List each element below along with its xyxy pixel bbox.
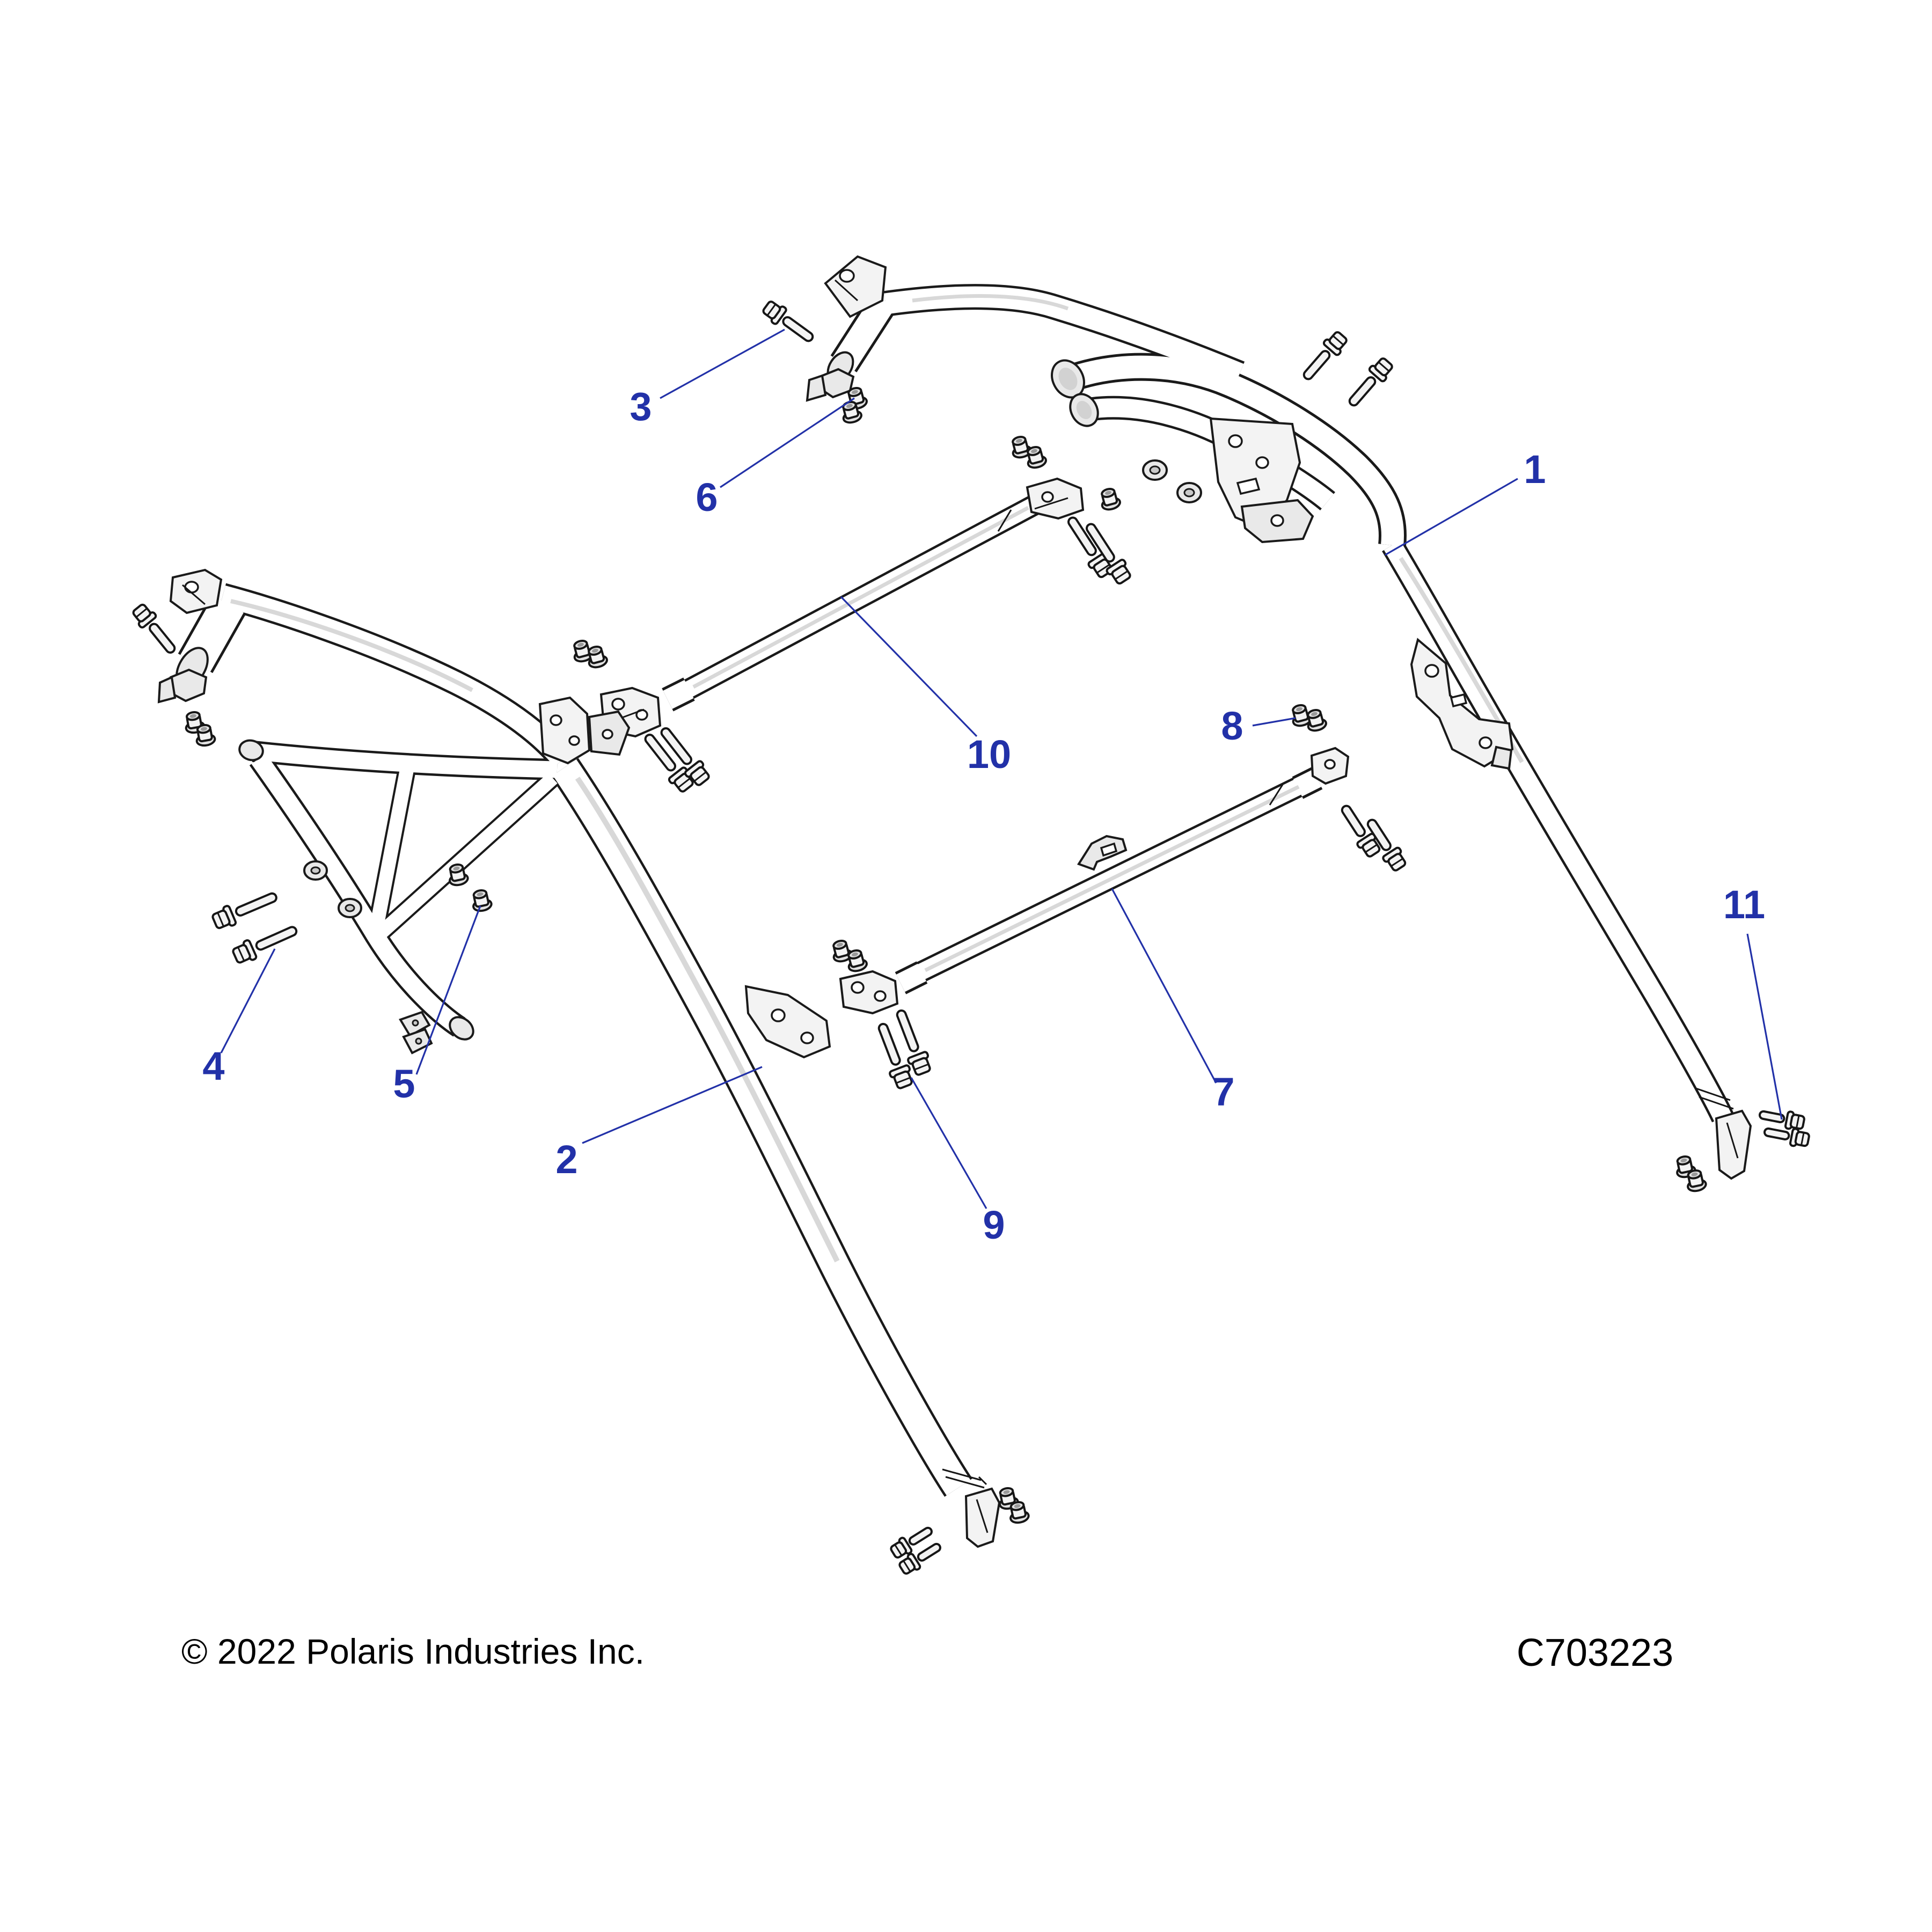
flange-bolt-top-left [129,601,182,659]
flange-nut-bow-c [1097,486,1123,513]
flange-bolt-bow-a [1297,328,1351,386]
flange-nut-5b [469,887,494,914]
front-mount-bracket-left [169,568,223,614]
callout-label-9: 9 [983,1203,1005,1247]
callout-label-5: 5 [393,1062,415,1106]
flange-bolt-bow-b [1342,354,1396,412]
upper-cross-tube [599,477,1085,738]
bow-mount-bosses [1142,459,1202,503]
cross-tube-coupler-right [1026,477,1085,520]
flange-bolt-3 [760,298,817,347]
pillar-junction-brackets [538,696,631,765]
left-cab-frame-weldment [157,568,1001,1548]
lower-tube-clip-bracket [1077,835,1128,871]
callout-label-2: 2 [555,1137,577,1182]
callout-leader-6 [720,397,855,488]
flange-nut-header-b [193,722,217,748]
lower-cross-tube [839,747,1350,1015]
callout-label-8: 8 [1221,704,1243,748]
callout-label-11: 11 [1723,882,1765,927]
callout-layer: 1 2 3 4 5 6 7 8 9 10 11 [202,328,1783,1247]
flange-bolt-4a [211,887,280,931]
callout-label-10: 10 [967,732,1011,777]
callout-label-1: 1 [1524,447,1546,492]
lower-tube-coupler-left [839,970,899,1015]
front-mount-bracket-right [824,255,887,318]
lattice-lower-tabs [399,1011,433,1055]
callout-leader-7 [1111,888,1217,1084]
bow-center-bracket [1209,417,1314,544]
callout-leader-1 [1385,478,1518,556]
callout-leader-8 [1252,717,1296,727]
callout-leader-11 [1746,933,1783,1120]
lower-tube-coupler-right [1310,747,1350,785]
callout-label-4: 4 [202,1044,224,1088]
copyright-text: © 2022 Polaris Industries Inc. [181,1631,645,1671]
flange-bolt-9b [889,1006,935,1078]
pillar-bracket-left [744,985,831,1059]
callout-label-6: 6 [696,475,718,519]
callout-leader-10 [840,596,978,737]
callout-leader-9 [910,1077,987,1209]
callout-leader-2 [582,1066,763,1144]
callout-leader-5 [415,905,481,1075]
callout-leader-4 [220,948,276,1053]
callout-label-3: 3 [630,384,652,429]
door-hinge-bosses [303,860,362,918]
callout-leader-3 [660,328,785,399]
right-cab-frame-weldment [806,255,1752,1180]
pillar-bracket-right [1410,638,1514,770]
figure-code: C703223 [1517,1631,1673,1674]
flange-bolt-4b [230,919,302,967]
callout-label-7: 7 [1212,1070,1234,1114]
